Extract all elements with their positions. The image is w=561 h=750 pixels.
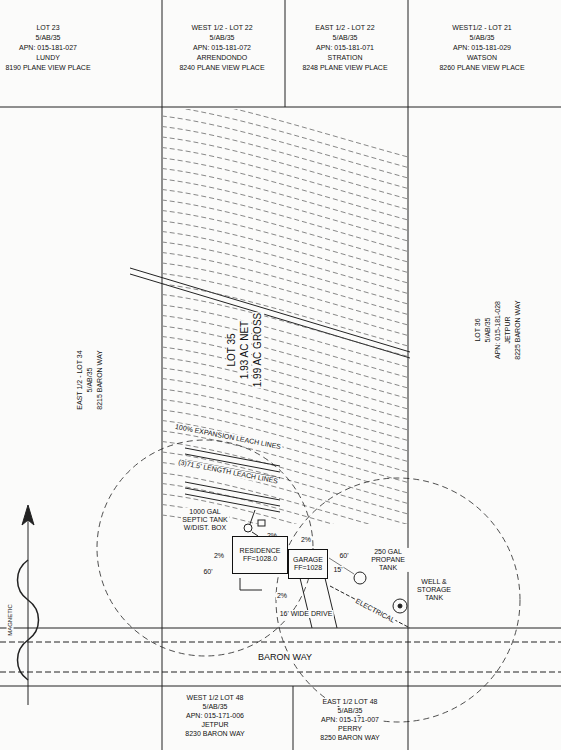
plan-label: 2% bbox=[213, 552, 225, 560]
plan-label: 2% bbox=[276, 592, 288, 600]
contour-line bbox=[163, 368, 407, 430]
plan-label: ELECTRICAL bbox=[353, 597, 397, 625]
contour-line bbox=[163, 337, 407, 399]
plan-label: APN: 015-171-006 bbox=[185, 712, 245, 720]
plan-label: MAGNETIC bbox=[7, 603, 14, 637]
contour-line bbox=[163, 389, 407, 451]
building-label: RESIDENCE bbox=[240, 547, 281, 555]
contour-line bbox=[163, 358, 407, 420]
contour-line bbox=[163, 400, 407, 462]
plan-label: LUNDY bbox=[35, 54, 61, 62]
plan-label: 8215 BARON WAY bbox=[96, 349, 104, 411]
contour-line bbox=[163, 484, 407, 525]
plan-label: 8225 BARON WAY bbox=[514, 299, 522, 361]
contour-line bbox=[163, 232, 407, 294]
contour-line bbox=[163, 137, 407, 199]
plan-label: 8190 PLANE VIEW PLACE bbox=[4, 64, 91, 72]
plan-label: WEST 1/2 LOT 48 bbox=[186, 694, 245, 702]
contour-line bbox=[163, 274, 407, 336]
plan-label: LOT 35 bbox=[226, 332, 238, 367]
plan-label: 8250 BARON WAY bbox=[319, 734, 381, 742]
plan-label: 100% EXPANSION LEACH LINES bbox=[173, 423, 282, 452]
contour-line bbox=[163, 452, 407, 514]
building-label: FF=1028 bbox=[294, 564, 322, 572]
plan-label: LOT 36 bbox=[474, 317, 482, 342]
plan-label: 1.99 AC GROSS bbox=[252, 312, 264, 388]
plan-label: JETPUR bbox=[200, 721, 229, 729]
contour-line bbox=[163, 305, 407, 367]
contour-line bbox=[163, 116, 407, 178]
plan-label: 60' bbox=[338, 552, 349, 560]
contour-line bbox=[163, 148, 407, 210]
plan-label: APN: 015-181-029 bbox=[452, 44, 512, 52]
plan-label: 5/AB/35 bbox=[469, 34, 496, 42]
plan-label: STRATION bbox=[327, 54, 364, 62]
plan-label: 5/AB/35 bbox=[35, 34, 62, 42]
contour-line bbox=[163, 421, 407, 483]
plan-label: WATSON bbox=[466, 54, 498, 62]
contour-line bbox=[163, 109, 407, 157]
contour-line bbox=[163, 473, 407, 524]
plan-label: EAST 1/2 - LOT 22 bbox=[314, 24, 375, 32]
plan-label: 8240 PLANE VIEW PLACE bbox=[178, 64, 265, 72]
contour-line bbox=[163, 347, 407, 409]
residence-footprint: RESIDENCEFF=1028.0 bbox=[232, 536, 288, 574]
plan-label: BARON WAY bbox=[257, 652, 313, 662]
plan-label: EAST 1/2 LOT 48 bbox=[322, 698, 379, 706]
plan-label: 8230 BARON WAY bbox=[184, 730, 246, 738]
plan-label: APN: 015-181-072 bbox=[192, 44, 252, 52]
contour-line bbox=[163, 211, 407, 273]
garage-footprint: GARAGEFF=1028 bbox=[288, 549, 328, 579]
plan-label: WEST 1/2 - LOT 22 bbox=[190, 24, 253, 32]
contour-line bbox=[163, 200, 407, 262]
contour-line bbox=[163, 326, 407, 388]
contour-line bbox=[163, 169, 407, 231]
building-label: FF=1028.0 bbox=[243, 555, 277, 563]
plan-label: 8248 PLANE VIEW PLACE bbox=[301, 64, 388, 72]
plan-label: 5/AB/35 bbox=[202, 703, 229, 711]
plan-label: 5/AB/35 bbox=[86, 367, 94, 394]
plan-label: 5/AB/35 bbox=[337, 707, 364, 715]
plan-label: LOT 23 bbox=[35, 24, 60, 32]
plan-label: 1.93 AC NET bbox=[239, 320, 251, 380]
contour-line bbox=[163, 158, 407, 220]
plan-label: ARRENDONDO bbox=[196, 54, 249, 62]
plan-label: 5/AB/35 bbox=[209, 34, 236, 42]
plan-label: APN: 015-171-007 bbox=[320, 716, 380, 724]
plan-label: EAST 1/2 - LOT 34 bbox=[76, 349, 84, 410]
contour-line bbox=[163, 179, 407, 241]
building-label: GARAGE bbox=[293, 556, 323, 564]
contour-line bbox=[163, 295, 407, 357]
contour-line bbox=[163, 242, 407, 304]
plan-label: APN: 015-181-028 bbox=[494, 300, 502, 360]
plan-label: APN: 015-181-071 bbox=[315, 44, 375, 52]
contour-line bbox=[163, 505, 407, 525]
plan-label: JETPUR bbox=[504, 315, 512, 344]
plan-label: 5/AB/35 bbox=[484, 317, 492, 344]
plan-label: WEST1/2 - LOT 21 bbox=[451, 24, 512, 32]
plan-label: 16' WIDE DRIVE bbox=[279, 610, 334, 618]
plan-label: PERRY bbox=[337, 725, 363, 733]
plan-label: 5/AB/35 bbox=[332, 34, 359, 42]
contour-line bbox=[163, 316, 407, 378]
plan-label: 1000 GAL SEPTIC TANK W/DIST. BOX bbox=[181, 508, 229, 532]
contour-line bbox=[163, 442, 407, 504]
contour-line bbox=[163, 263, 407, 325]
contour-line bbox=[163, 109, 407, 168]
plan-label: 15' bbox=[332, 566, 343, 574]
plan-label: WELL & STORAGE TANK bbox=[411, 578, 457, 602]
contour-line bbox=[163, 494, 407, 524]
contour-line bbox=[163, 253, 407, 315]
plan-label: APN: 015-181-027 bbox=[18, 44, 78, 52]
contour-line bbox=[163, 190, 407, 252]
plan-label: 250 GAL PROPANE TANK bbox=[366, 548, 410, 572]
plan-label: 2% bbox=[300, 536, 312, 544]
contour-line bbox=[163, 284, 407, 346]
plan-label: 8260 PLANE VIEW PLACE bbox=[438, 64, 525, 72]
contour-line bbox=[163, 127, 407, 189]
contour-line bbox=[163, 221, 407, 283]
plan-label: 60' bbox=[202, 568, 213, 576]
